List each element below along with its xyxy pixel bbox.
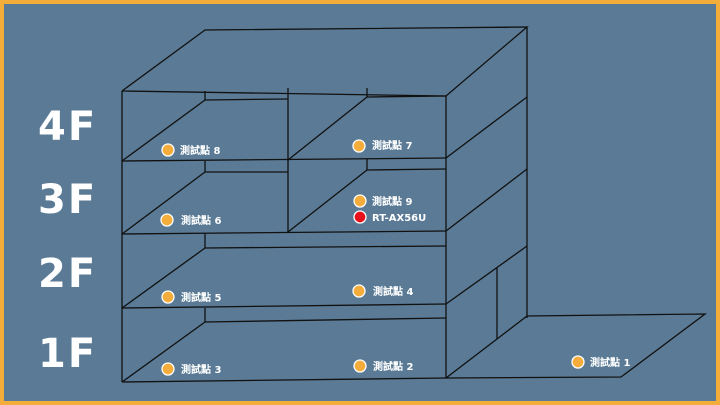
building-diagram: 測試點 8 測試點 7 測試點 9 RT-AX56U 測試點 6 測試點 5 <box>121 26 707 383</box>
test-point-4: 測試點 4 <box>352 284 413 298</box>
test-point-marker <box>161 290 175 304</box>
floor-label-4f: 4F <box>38 104 98 150</box>
floor-label-1f: 1F <box>38 331 98 377</box>
test-point-marker <box>571 355 585 369</box>
test-point-label: 測試點 3 <box>181 363 221 376</box>
test-point-label: 測試點 6 <box>181 214 221 227</box>
test-point-3: 測試點 3 <box>161 362 221 376</box>
test-point-marker <box>353 359 367 373</box>
test-point-marker <box>353 194 367 208</box>
test-point-2: 測試點 2 <box>353 359 413 373</box>
test-point-label: 測試點 9 <box>372 195 412 208</box>
test-point-9: 測試點 9 <box>353 194 412 208</box>
building-wireframe <box>121 26 707 383</box>
test-point-label: 測試點 4 <box>373 285 413 298</box>
test-point-label: 測試點 5 <box>181 291 221 304</box>
router-label: RT-AX56U <box>372 213 426 224</box>
test-point-label: 測試點 8 <box>180 144 220 157</box>
test-point-1: 測試點 1 <box>571 355 630 369</box>
test-point-marker <box>161 143 175 157</box>
test-point-label: 測試點 1 <box>590 356 630 369</box>
floor-label-3f: 3F <box>38 177 98 223</box>
test-point-8: 測試點 8 <box>161 143 220 157</box>
test-point-label: 測試點 7 <box>372 139 412 152</box>
test-point-7: 測試點 7 <box>352 139 412 153</box>
test-point-marker <box>352 284 366 298</box>
router-rt-ax56u: RT-AX56U <box>353 210 426 224</box>
test-points: 測試點 8 測試點 7 測試點 9 RT-AX56U 測試點 6 測試點 5 <box>160 139 630 376</box>
test-point-5: 測試點 5 <box>161 290 221 304</box>
test-point-marker <box>352 139 366 153</box>
test-point-marker <box>161 362 175 376</box>
test-point-marker <box>160 213 174 227</box>
router-marker <box>353 210 367 224</box>
test-point-label: 測試點 2 <box>373 360 413 373</box>
floor-label-2f: 2F <box>38 251 98 297</box>
test-point-6: 測試點 6 <box>160 213 221 227</box>
